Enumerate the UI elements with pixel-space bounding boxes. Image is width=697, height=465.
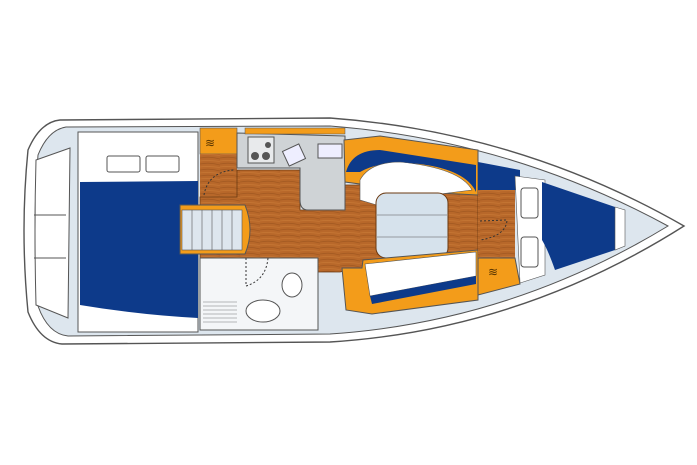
forward-passage-floor	[478, 190, 515, 260]
nav-door-swing	[203, 169, 235, 196]
nav-station-symbol-icon: ≋	[205, 136, 215, 150]
forward-top-locker	[478, 162, 520, 190]
stove	[247, 136, 275, 164]
head-sink	[245, 299, 281, 323]
aft-cabin-locker	[106, 155, 141, 173]
chain-locker	[614, 206, 626, 251]
transom-seat	[34, 147, 71, 319]
forward-berth	[542, 182, 615, 270]
forward-lower-seat	[477, 257, 521, 296]
nav-station-floor	[200, 154, 237, 198]
forward-symbol-icon: ≋	[488, 265, 498, 279]
aft-cabin-locker	[145, 155, 180, 173]
galley-sink	[281, 143, 307, 167]
saloon-upper-backrest	[346, 150, 476, 192]
aft-cabin-berth	[80, 181, 198, 318]
galley-fridge	[317, 143, 343, 159]
head-door-swing	[245, 257, 269, 287]
galley-trim	[244, 127, 346, 135]
head-vent-grille	[203, 301, 237, 323]
stove-burner-icon	[262, 152, 270, 160]
saloon-lower-backrest	[370, 276, 476, 304]
forward-door-swing	[479, 219, 508, 241]
forward-locker	[520, 187, 539, 219]
saloon-table	[375, 192, 449, 259]
toilet	[281, 272, 303, 298]
forward-locker	[520, 236, 539, 268]
stove-burner-icon	[265, 142, 271, 148]
stove-burner-icon	[251, 152, 259, 160]
